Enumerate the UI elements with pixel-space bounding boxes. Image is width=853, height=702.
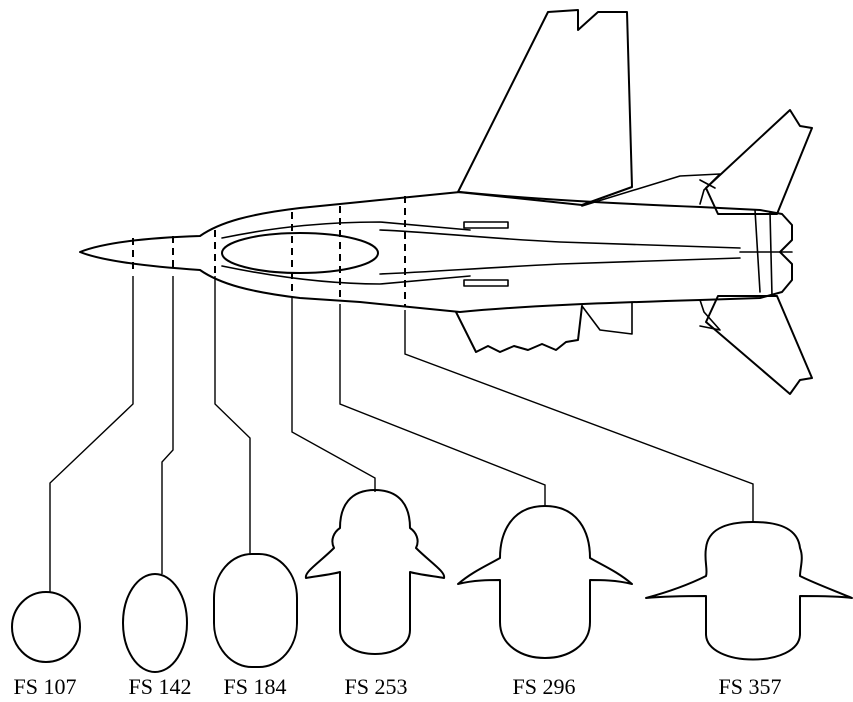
label-fs107: FS 107 bbox=[13, 674, 77, 699]
leader-lines bbox=[49, 276, 754, 592]
lower-pylon bbox=[463, 279, 509, 287]
leader-fs253 bbox=[291, 298, 376, 492]
label-fs142: FS 142 bbox=[128, 674, 192, 699]
upper-pylon bbox=[463, 221, 509, 229]
label-fs296: FS 296 bbox=[512, 674, 576, 699]
leading-edge-extension-lower bbox=[221, 265, 471, 285]
upper-vertical-tail bbox=[457, 9, 633, 206]
leader-fs357 bbox=[404, 310, 754, 522]
nozzle-lower-line bbox=[769, 211, 773, 297]
canopy bbox=[221, 232, 379, 274]
cross-section-fs184 bbox=[213, 553, 298, 668]
upper-horizontal-tail bbox=[705, 109, 813, 215]
cross-sections bbox=[11, 489, 853, 673]
leader-fs184 bbox=[214, 276, 251, 555]
upper-tail-fin-edge bbox=[699, 179, 716, 189]
label-fs357: FS 357 bbox=[718, 674, 782, 699]
body-line-upper bbox=[379, 229, 741, 249]
lower-horizontal-tail bbox=[705, 295, 813, 395]
lower-wing-flap bbox=[581, 301, 633, 335]
cross-section-fs107 bbox=[11, 591, 81, 663]
nozzle-upper-line bbox=[754, 209, 761, 293]
cross-section-fs253 bbox=[304, 489, 446, 655]
cross-section-fs296 bbox=[457, 505, 633, 659]
leading-edge-extension-upper bbox=[221, 221, 471, 239]
upper-tail-fin-detail bbox=[581, 173, 721, 207]
cross-section-fs142 bbox=[122, 573, 188, 673]
label-fs253: FS 253 bbox=[344, 674, 408, 699]
station-markers bbox=[132, 196, 406, 306]
aircraft-planform bbox=[79, 9, 813, 395]
label-fs184: FS 184 bbox=[223, 674, 287, 699]
lower-tail-fin-detail bbox=[699, 299, 721, 331]
body-line-lower bbox=[379, 257, 741, 275]
fuselage-outline bbox=[79, 191, 793, 313]
cross-section-fs357 bbox=[645, 521, 853, 661]
leader-fs107 bbox=[49, 276, 134, 592]
leader-fs142 bbox=[161, 276, 174, 574]
lower-wing bbox=[455, 305, 583, 353]
leader-fs296 bbox=[339, 304, 546, 506]
